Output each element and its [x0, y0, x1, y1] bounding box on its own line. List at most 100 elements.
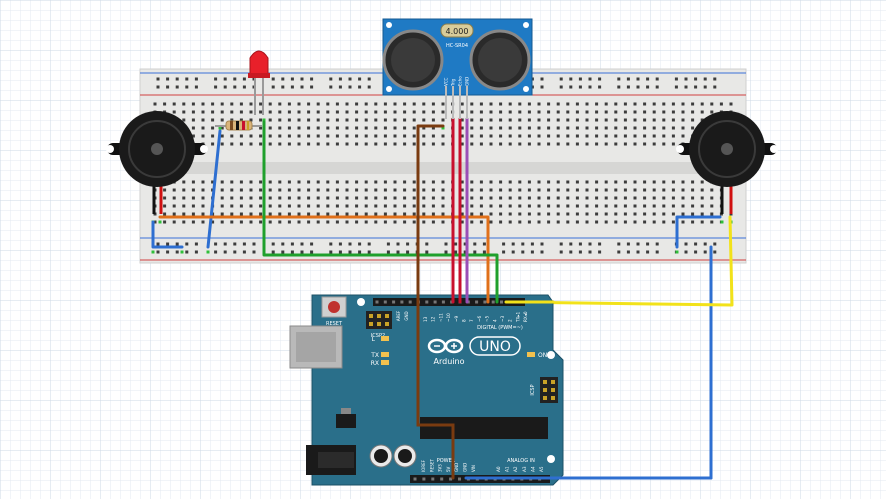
breadboard-hole: [383, 110, 387, 114]
breadboard-hole: [297, 188, 301, 192]
analog-pin-label: A0: [496, 466, 501, 472]
rail-hole: [271, 242, 275, 246]
breadboard-hole: [671, 204, 675, 208]
rail-hole: [684, 250, 688, 254]
rail-hole: [348, 242, 352, 246]
breadboard-hole: [182, 204, 186, 208]
buzzer-left-ring: [128, 120, 186, 178]
wire-left-buzzer-ground[interactable]: [151, 220, 184, 249]
breadboard-hole: [307, 134, 311, 138]
breadboard-hole: [326, 142, 330, 146]
breadboard-hole: [566, 110, 570, 114]
analog-pin-label: A4: [530, 466, 535, 472]
breadboard-hole: [163, 220, 167, 224]
breadboard-hole: [441, 196, 445, 200]
breadboard-hole: [643, 134, 647, 138]
rail-hole: [194, 77, 198, 81]
breadboard-hole: [335, 220, 339, 224]
power-pin-label: 5V: [446, 466, 451, 472]
breadboard-hole: [364, 212, 368, 216]
led-base: [248, 73, 270, 78]
breadboard-hole: [556, 188, 560, 192]
breadboard-hole: [566, 180, 570, 184]
rail-hole: [578, 85, 582, 89]
breadboard-hole: [623, 126, 627, 130]
breadboard-hole: [652, 134, 656, 138]
breadboard-hole: [652, 180, 656, 184]
breadboard-hole: [297, 204, 301, 208]
breadboard-hole: [470, 118, 474, 122]
breadboard-hole: [700, 188, 704, 192]
breadboard-hole: [614, 102, 618, 106]
capacitor-1-top: [374, 449, 388, 463]
breadboard-hole: [412, 180, 416, 184]
wire-rail-ground-jumper[interactable]: [206, 129, 222, 249]
wire-orange-buzzer-left[interactable]: [158, 215, 490, 304]
breadboard-hole: [316, 126, 320, 130]
breadboard-hole: [623, 102, 627, 106]
breadboard-hole: [662, 134, 666, 138]
digital-header-pin: [383, 300, 387, 304]
resistor[interactable]: [215, 120, 262, 131]
active-hole: [158, 220, 162, 224]
analog-pin-label: A2: [513, 466, 518, 472]
rail-hole: [156, 250, 160, 254]
breadboard-hole: [566, 196, 570, 200]
breadboard-hole: [441, 102, 445, 106]
breadboard-hole: [623, 110, 627, 114]
breadboard-hole: [307, 102, 311, 106]
breadboard-hole: [230, 196, 234, 200]
breadboard[interactable]: [139, 68, 747, 264]
breadboard-hole: [643, 102, 647, 106]
analog-pin-label: A3: [522, 466, 527, 472]
rail-hole: [684, 77, 688, 81]
breadboard-hole: [575, 212, 579, 216]
breadboard-hole: [700, 102, 704, 106]
breadboard-hole: [681, 118, 685, 122]
breadboard-hole: [268, 180, 272, 184]
piezo-buzzer-left[interactable]: [106, 111, 208, 214]
atmega-chip: [420, 417, 548, 439]
breadboard-hole: [403, 188, 407, 192]
breadboard-hole: [527, 212, 531, 216]
rail-hole: [406, 242, 410, 246]
breadboard-hole: [470, 220, 474, 224]
breadboard-hole: [662, 196, 666, 200]
rail-hole: [473, 242, 477, 246]
breadboard-hole: [671, 180, 675, 184]
breadboard-hole: [681, 180, 685, 184]
breadboard-hole: [182, 180, 186, 184]
breadboard-hole: [335, 180, 339, 184]
breadboard-hole: [259, 220, 263, 224]
piezo-buzzer-right[interactable]: [676, 111, 778, 214]
breadboard-hole: [691, 180, 695, 184]
breadboard-hole: [335, 118, 339, 122]
breadboard-hole: [345, 220, 349, 224]
breadboard-hole: [335, 110, 339, 114]
breadboard-hole: [287, 134, 291, 138]
breadboard-hole: [575, 134, 579, 138]
rail-hole: [694, 77, 698, 81]
breadboard-hole: [671, 118, 675, 122]
breadboard-hole: [278, 204, 282, 208]
breadboard-hole: [479, 196, 483, 200]
breadboard-hole: [537, 196, 541, 200]
wire-yellow-buzzer-right[interactable]: [504, 215, 734, 307]
breadboard-hole: [595, 134, 599, 138]
wire-right-buzzer-ground[interactable]: [675, 215, 722, 249]
red-led[interactable]: [248, 50, 270, 115]
breadboard-hole: [479, 204, 483, 208]
breadboard-hole: [355, 102, 359, 106]
rail-hole: [655, 242, 659, 246]
rail-hole: [348, 85, 352, 89]
rail-hole: [626, 85, 630, 89]
breadboard-hole: [614, 180, 618, 184]
resistor-band-4: [247, 121, 249, 130]
wire-green-led[interactable]: [262, 120, 499, 304]
breadboard-hole: [547, 196, 551, 200]
breadboard-hole: [191, 204, 195, 208]
digital-label: DIGITAL (PWM=~): [477, 325, 523, 331]
rail-hole: [156, 242, 160, 246]
